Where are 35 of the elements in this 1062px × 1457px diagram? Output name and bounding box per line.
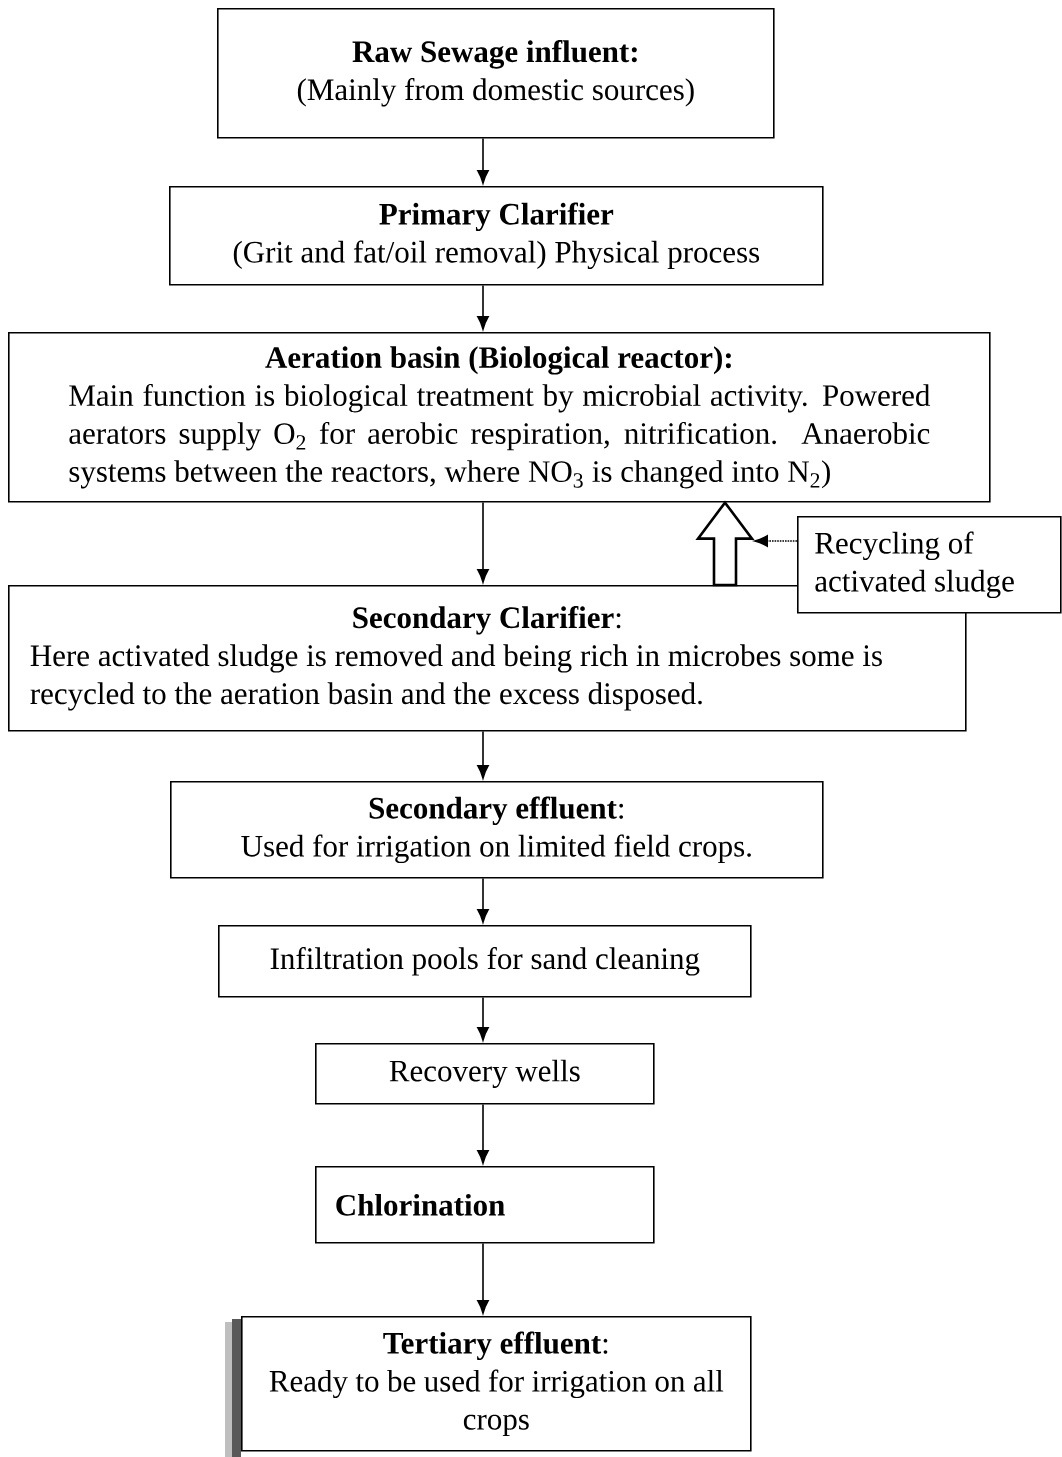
- box-title: Raw Sewage influent:: [352, 40, 637, 69]
- process-box: [315, 1166, 655, 1244]
- box-title: Infiltration pools for sand cleaning: [270, 947, 700, 976]
- arrow: [754, 535, 798, 547]
- arrow: [477, 1103, 489, 1164]
- process-box: [315, 1043, 655, 1105]
- box-title: Chlorination: [336, 1193, 505, 1216]
- box-description: Main function is biological treatment by microbial activity. Powered aerators supply O$_{2}$ for aerobic respiration, nitrification. Anaerobic systems between the reactors, where NO$_{3}$ is changed into N$_{2}$): [69, 383, 931, 489]
- box-title: Secondary Clarifier:: [353, 606, 621, 635]
- arrow: [477, 877, 489, 923]
- box-title: Aeration basin (Biological reactor):: [265, 346, 731, 375]
- arrow: [477, 996, 489, 1041]
- box-description: Here activated sludge is removed and being rich in microbes some is recycled to the aeration basin and the excess disposed.: [30, 644, 882, 711]
- process-box: [8, 332, 991, 503]
- arrow: [477, 284, 489, 330]
- box-title: Primary Clarifier: [379, 202, 614, 232]
- note-box: [797, 516, 1062, 614]
- process-box: [217, 8, 775, 139]
- arrow: [477, 137, 489, 184]
- process-box: [170, 781, 824, 879]
- box-title: Secondary effluent:: [369, 796, 623, 826]
- process-box: [169, 186, 824, 286]
- box-description: Used for irrigation on limited field crops.: [241, 834, 751, 864]
- box-description: (Mainly from domestic sources): [297, 78, 694, 107]
- box-description: Ready to be used for irrigation on all crops: [269, 1369, 724, 1437]
- arrow: [695, 500, 755, 587]
- arrow: [477, 730, 489, 779]
- box-title: Recycling of activated sludge: [815, 531, 1014, 599]
- arrow: [477, 1242, 489, 1314]
- box-title: Recovery wells: [389, 1059, 580, 1088]
- box-title: Tertiary effluent:: [383, 1331, 608, 1361]
- process-box: [225, 1316, 752, 1457]
- box-description: (Grit and fat/oil removal) Physical process: [233, 240, 760, 270]
- process-box: [218, 925, 752, 998]
- arrow: [477, 501, 489, 583]
